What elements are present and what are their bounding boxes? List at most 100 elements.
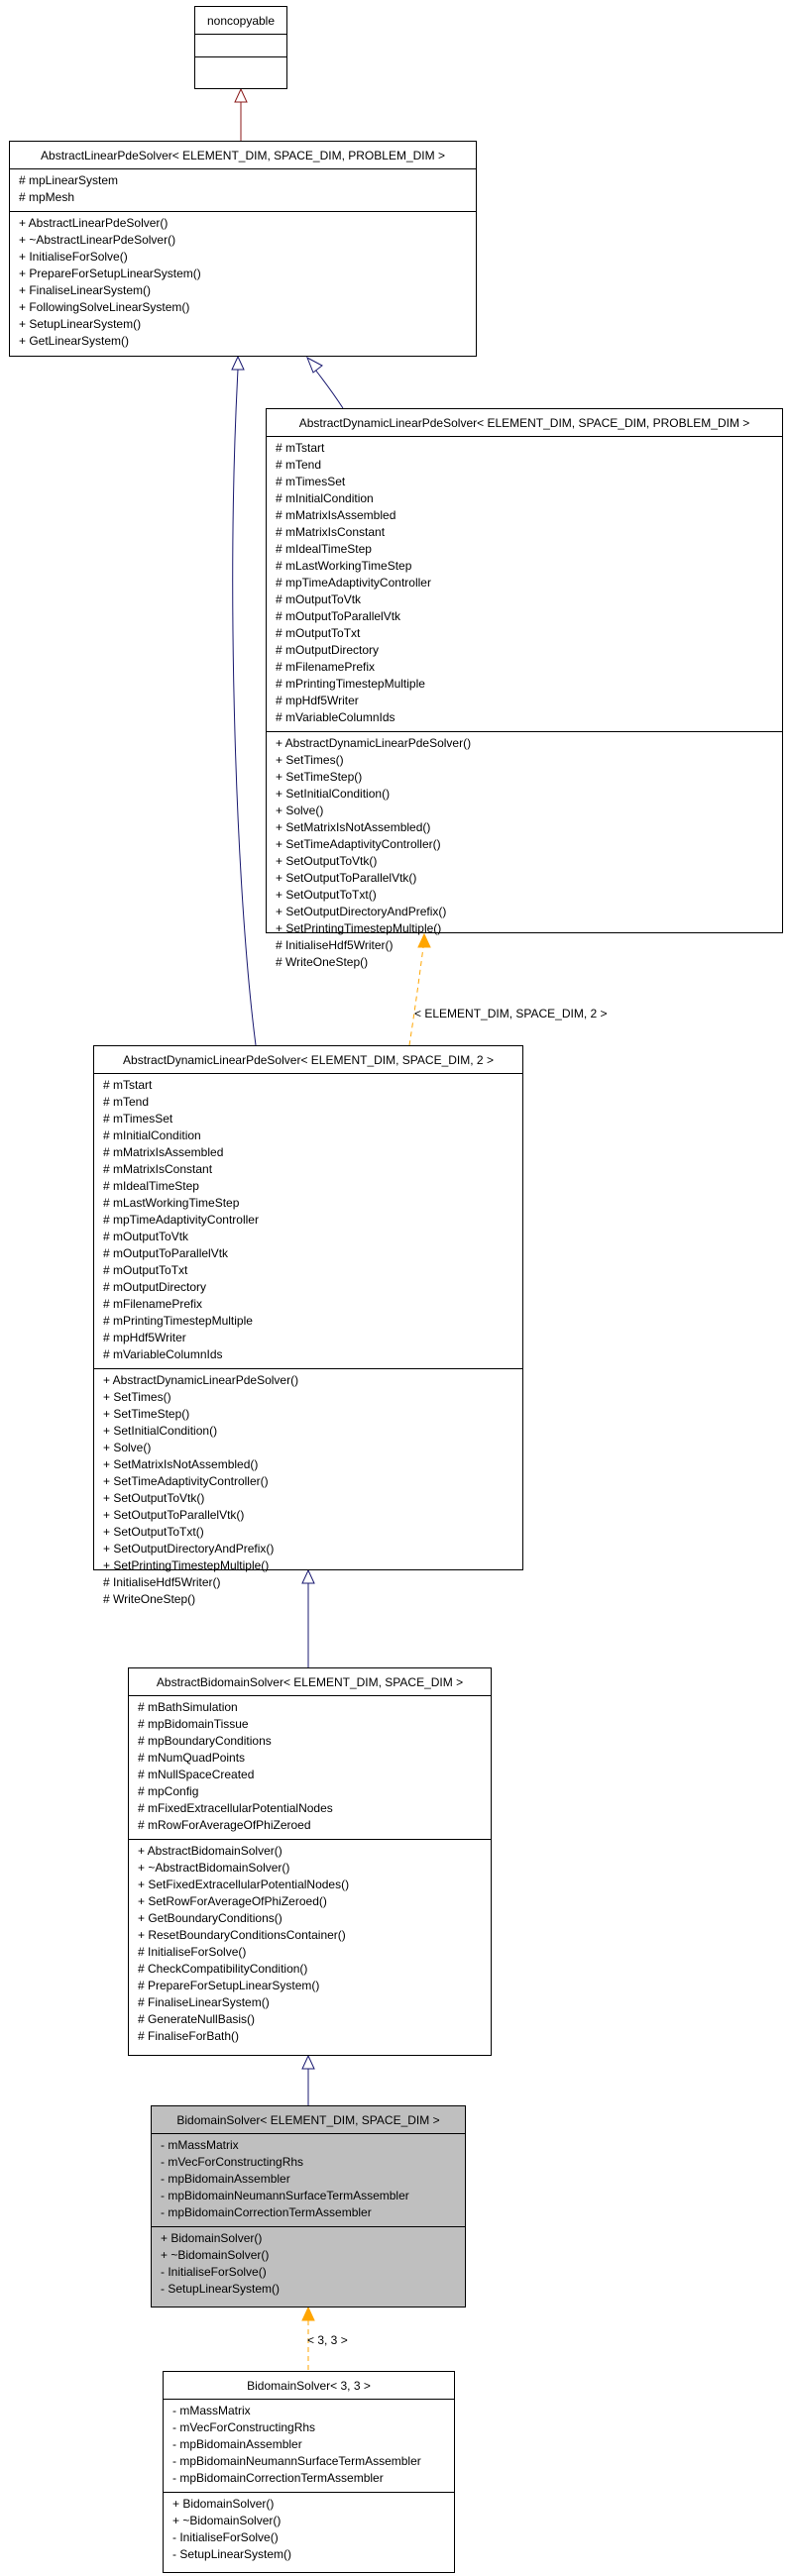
inheritance-arrow-noncopyable <box>234 87 248 103</box>
class-attribute: - mVecForConstructingRhs <box>172 2420 316 2434</box>
template-label-element-space-2: < ELEMENT_DIM, SPACE_DIM, 2 > <box>414 1007 608 1020</box>
class-title: BidomainSolver< ELEMENT_DIM, SPACE_DIM > <box>152 2106 465 2134</box>
class-method: # WriteOneStep() <box>103 1592 196 1606</box>
class-title: noncopyable <box>195 7 286 35</box>
class-title: AbstractBidomainSolver< ELEMENT_DIM, SPA… <box>129 1668 491 1696</box>
class-method: + SetOutputToVtk() <box>276 854 378 868</box>
class-attribute: # mpBidomainTissue <box>138 1717 249 1731</box>
class-attribute: # mRowForAverageOfPhiZeroed <box>138 1818 311 1832</box>
class-method: # GenerateNullBasis() <box>138 2012 256 2026</box>
class-abstract-dynamic-linear-pde-solver-2[interactable]: AbstractDynamicLinearPdeSolver< ELEMENT_… <box>93 1045 523 1606</box>
class-method: + SetPrintingTimestepMultiple() <box>103 1558 270 1572</box>
class-attribute: # mNullSpaceCreated <box>138 1768 255 1781</box>
class-attribute: # mPrintingTimestepMultiple <box>276 677 425 691</box>
class-attribute: # mPrintingTimestepMultiple <box>103 1314 253 1328</box>
class-method: - InitialiseForSolve() <box>172 2530 279 2544</box>
class-methods-section <box>195 56 286 79</box>
inheritance-line-dynamic-2 <box>232 369 257 1046</box>
class-attributes-section: # mBathSimulation# mpBidomainTissue# mpB… <box>129 1696 491 1839</box>
class-attribute: # mFilenamePrefix <box>103 1297 203 1311</box>
class-method: + ~BidomainSolver() <box>172 2514 282 2527</box>
class-method: + ~BidomainSolver() <box>161 2248 270 2262</box>
class-title: BidomainSolver< 3, 3 > <box>164 2372 454 2400</box>
class-method: + InitialiseForSolve() <box>19 250 128 264</box>
class-attributes-section: # mpLinearSystem# mpMesh <box>10 169 476 211</box>
class-methods-section: + AbstractDynamicLinearPdeSolver() + SetT… <box>267 731 782 976</box>
class-method: + SetInitialCondition() <box>276 787 391 801</box>
class-attribute: - mpBidomainNeumannSurfaceTermAssembler <box>172 2454 421 2468</box>
class-method: + SetFixedExtracellularPotentialNodes() <box>138 1878 350 1891</box>
class-attribute: # mFilenamePrefix <box>276 660 376 674</box>
class-method: + ResetBoundaryConditionsContainer() <box>138 1928 346 1942</box>
class-method: # CheckCompatibilityCondition() <box>138 1962 308 1976</box>
class-method: + SetOutputToParallelVtk() <box>103 1508 245 1522</box>
class-attribute: # mTimesSet <box>276 475 346 488</box>
class-method: + SetOutputToTxt() <box>103 1525 204 1539</box>
class-title: AbstractDynamicLinearPdeSolver< ELEMENT_… <box>94 1046 522 1074</box>
class-bidomain-solver-3-3[interactable]: BidomainSolver< 3, 3 >- mMassMatrix- mVe… <box>163 2371 455 2573</box>
class-method: + SetPrintingTimestepMultiple() <box>276 921 442 935</box>
inheritance-line-dynamic <box>314 369 344 409</box>
class-attribute: # mpConfig <box>138 1784 199 1798</box>
class-method: + SetTimes() <box>103 1390 171 1404</box>
class-methods-section: + BidomainSolver()+ ~BidomainSolver()- I… <box>164 2492 454 2568</box>
class-attribute: # mTend <box>276 458 322 472</box>
class-title: AbstractLinearPdeSolver< ELEMENT_DIM, SP… <box>10 142 476 169</box>
class-method: + AbstractDynamicLinearPdeSolver() <box>103 1373 299 1387</box>
class-attribute: # mInitialCondition <box>276 491 374 505</box>
class-attribute: # mIdealTimeStep <box>276 542 372 556</box>
class-method: + SetTimeAdaptivityController() <box>103 1474 269 1488</box>
class-attribute: # mOutputDirectory <box>276 643 380 657</box>
class-abstract-dynamic-linear-pde-solver[interactable]: AbstractDynamicLinearPdeSolver< ELEMENT_… <box>266 408 783 969</box>
class-abstract-linear-pde-solver[interactable]: AbstractLinearPdeSolver< ELEMENT_DIM, SP… <box>9 141 477 357</box>
class-attribute: - mpBidomainAssembler <box>161 2172 290 2186</box>
class-method: + SetTimeStep() <box>103 1407 190 1421</box>
class-method: + BidomainSolver() <box>161 2231 263 2245</box>
class-attribute: # mVariableColumnIds <box>276 710 395 724</box>
class-method: + SetTimes() <box>276 753 344 767</box>
class-method: + SetupLinearSystem() <box>19 317 142 331</box>
class-attribute: # mTstart <box>103 1078 153 1092</box>
class-attribute: # mOutputToParallelVtk <box>103 1246 229 1260</box>
class-method: # InitialiseHdf5Writer() <box>103 1575 221 1589</box>
class-method: + GetBoundaryConditions() <box>138 1911 282 1925</box>
class-method: + Solve() <box>276 804 324 817</box>
class-method: + AbstractDynamicLinearPdeSolver() <box>276 736 472 750</box>
class-attribute: # mIdealTimeStep <box>103 1179 199 1193</box>
class-method: + SetOutputToVtk() <box>103 1491 205 1505</box>
class-method: # PrepareForSetupLinearSystem() <box>138 1979 320 1992</box>
inheritance-arrow-dynamic-2 <box>231 355 245 371</box>
class-attribute: # mTend <box>103 1095 150 1109</box>
class-method: # InitialiseHdf5Writer() <box>276 938 394 952</box>
class-attributes-section: - mMassMatrix- mVecForConstructingRhs- m… <box>164 2400 454 2492</box>
class-method: + ~AbstractLinearPdeSolver() <box>19 233 176 247</box>
class-method: - SetupLinearSystem() <box>172 2547 292 2561</box>
class-method: - InitialiseForSolve() <box>161 2265 267 2279</box>
class-abstract-bidomain-solver[interactable]: AbstractBidomainSolver< ELEMENT_DIM, SPA… <box>128 1667 492 2056</box>
class-method: # FinaliseLinearSystem() <box>138 1995 270 2009</box>
class-noncopyable[interactable]: noncopyable <box>194 6 287 89</box>
class-method: + SetOutputDirectoryAndPrefix() <box>103 1542 275 1556</box>
class-method: + Solve() <box>103 1441 152 1454</box>
class-attribute: # mpHdf5Writer <box>276 694 359 707</box>
class-attribute: - mpBidomainAssembler <box>172 2437 302 2451</box>
inheritance-arrow-bidomain-solver <box>301 2054 315 2070</box>
inheritance-arrow-bidomain <box>301 1568 315 1584</box>
class-attributes-section: - mMassMatrix- mVecForConstructingRhs- m… <box>152 2134 465 2226</box>
class-method: + AbstractBidomainSolver() <box>138 1844 282 1858</box>
class-bidomain-solver[interactable]: BidomainSolver< ELEMENT_DIM, SPACE_DIM >… <box>151 2105 466 2308</box>
class-attribute: - mMassMatrix <box>161 2138 239 2152</box>
class-attribute: # mOutputToTxt <box>276 626 361 640</box>
class-attribute: # mMatrixIsConstant <box>103 1162 213 1176</box>
class-attributes-section <box>195 35 286 56</box>
class-attribute: # mTimesSet <box>103 1112 173 1126</box>
template-label-3-3: < 3, 3 > <box>307 2333 348 2347</box>
class-method: + SetMatrixIsNotAssembled() <box>103 1457 259 1471</box>
class-attribute: # mMatrixIsAssembled <box>276 508 396 522</box>
class-method: + SetInitialCondition() <box>103 1424 218 1438</box>
class-method: - SetupLinearSystem() <box>161 2282 281 2296</box>
class-attribute: # mpTimeAdaptivityController <box>276 576 431 590</box>
class-attribute: # mpLinearSystem <box>19 173 119 187</box>
class-method: + GetLinearSystem() <box>19 334 130 348</box>
